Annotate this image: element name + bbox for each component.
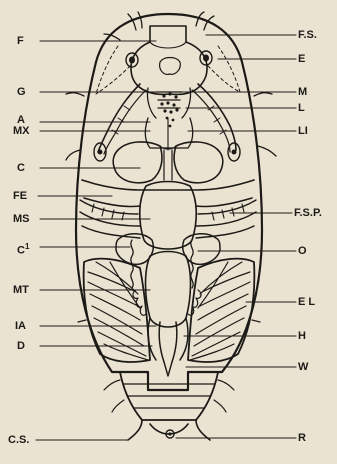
head-center (160, 58, 181, 75)
cremaster-spiracle-dot (168, 432, 171, 435)
label-fs: F.S. (298, 29, 317, 41)
label-l: L (298, 102, 305, 114)
femur-band (82, 180, 254, 207)
label-fe: FE (13, 190, 27, 202)
head-frons (131, 26, 207, 94)
mesothorax (140, 182, 197, 250)
label-fsp: F.S.P. (294, 207, 322, 219)
frontal-suture (150, 42, 186, 48)
label-ia: IA (15, 320, 26, 332)
body-bristles (66, 93, 276, 322)
left-antenna-dot (98, 150, 103, 155)
right-eye-inner (203, 55, 209, 62)
label-mx: MX (13, 125, 30, 137)
mid-leg-right (183, 234, 220, 265)
label-d: D (17, 340, 25, 352)
wing-tip (164, 362, 172, 376)
label-cs: C.S. (8, 434, 29, 446)
label-li: LI (298, 125, 308, 137)
abdomen-segments (124, 384, 214, 408)
mid-leg-left (116, 234, 153, 265)
metathorax (146, 252, 191, 328)
label-el: E L (298, 296, 315, 308)
label-c1: C1 (17, 241, 29, 257)
label-h: H (298, 330, 306, 342)
label-e: E (298, 53, 305, 65)
wing-band-right (196, 200, 256, 238)
right-antenna-dot (232, 150, 237, 155)
label-ms: MS (13, 213, 30, 225)
label-f: F (17, 35, 24, 47)
fore-leg-join (160, 146, 176, 180)
label-mt: MT (13, 284, 29, 296)
label-c1-text: C (17, 245, 25, 257)
label-r: R (298, 432, 306, 444)
right-antenna (198, 84, 236, 150)
label-c: C (17, 162, 25, 174)
left-eye-inner (129, 57, 135, 64)
label-o: O (298, 245, 307, 257)
mouth-stipple (160, 92, 178, 127)
label-c1-sup: 1 (25, 242, 29, 251)
label-w: W (298, 361, 308, 373)
head-dashed-lines (96, 46, 240, 94)
label-g: G (17, 86, 26, 98)
label-m: M (298, 86, 307, 98)
